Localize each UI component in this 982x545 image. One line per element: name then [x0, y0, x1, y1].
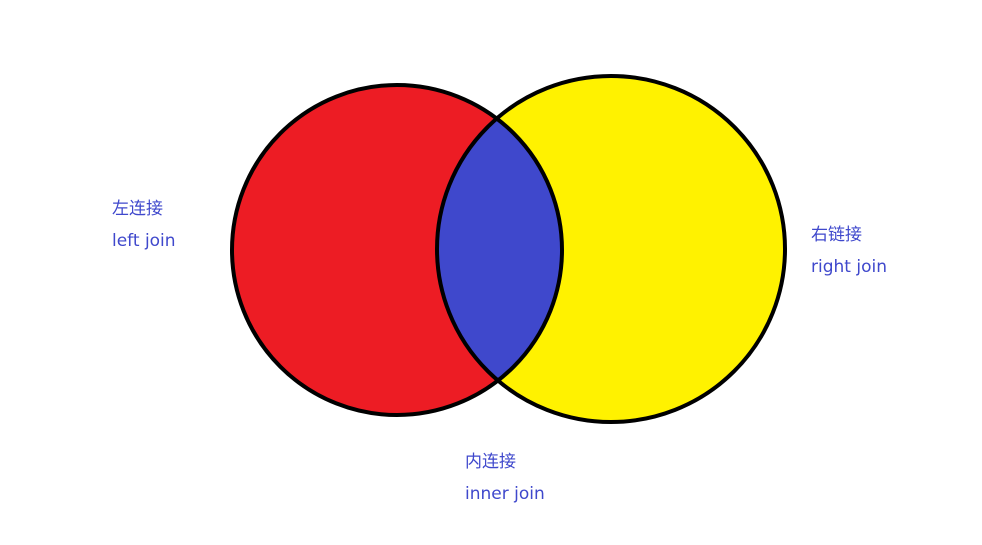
inner-join-label: 内连接 inner join	[465, 446, 545, 510]
left-circle-outline	[230, 83, 564, 417]
right-join-label-en: right join	[811, 257, 887, 277]
right-circle-outline	[435, 74, 787, 424]
intersection-region	[437, 85, 562, 415]
inner-join-label-zh: 内连接	[465, 452, 516, 472]
right-join-label-zh: 右链接	[811, 225, 862, 245]
right-join-label: 右链接 right join	[811, 219, 887, 283]
left-join-label: 左连接 left join	[112, 193, 176, 257]
left-join-label-zh: 左连接	[112, 199, 163, 219]
inner-join-label-en: inner join	[465, 484, 545, 504]
left-join-label-en: left join	[112, 231, 176, 251]
